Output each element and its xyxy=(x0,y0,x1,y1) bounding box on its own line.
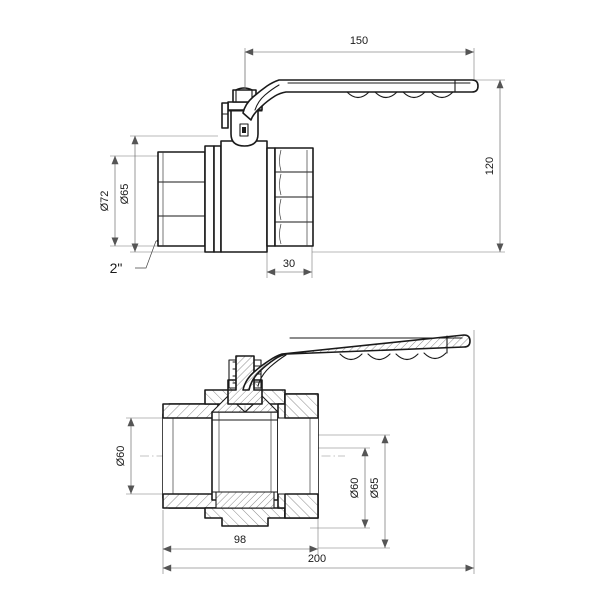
dimension-text-layer: 150 120 Ø72 Ø65 2" 30 Ø60 Ø60 Ø65 98 200 xyxy=(99,35,496,565)
ball-element xyxy=(211,395,279,509)
dim-label-2inch: 2" xyxy=(110,260,123,276)
left-flange-upper xyxy=(162,403,219,419)
dim-label-dia60-left: Ø60 xyxy=(115,446,127,467)
dim-label-dia72: Ø72 xyxy=(99,191,111,212)
left-bore xyxy=(162,417,219,495)
right-bore xyxy=(277,417,319,495)
right-flange-upper xyxy=(284,393,319,419)
dim-label-dia65-right: Ø65 xyxy=(369,478,381,499)
left-collar xyxy=(204,145,222,253)
dim-label-dia65: Ø65 xyxy=(119,184,131,205)
dim-label-200: 200 xyxy=(308,553,326,565)
dim-label-dia60-right: Ø60 xyxy=(349,478,361,499)
dim-label-150: 150 xyxy=(350,35,368,47)
left-union-nut xyxy=(157,151,206,247)
dim-label-30: 30 xyxy=(283,258,295,270)
body-chamber-bottom xyxy=(204,507,286,527)
dim-200-group xyxy=(162,330,475,574)
dim-dia-right-group xyxy=(310,434,390,549)
left-flange-lower xyxy=(162,493,219,509)
lever-handle-section xyxy=(242,334,471,391)
body-shoulder xyxy=(266,147,276,247)
lower-section-view xyxy=(126,330,475,574)
lever-handle xyxy=(242,79,479,121)
right-flange-lower xyxy=(284,493,319,519)
dim-120-group xyxy=(312,79,505,253)
dim-dia-group xyxy=(110,135,218,253)
right-hex-nut xyxy=(274,147,314,247)
dim-label-120: 120 xyxy=(484,157,496,175)
valve-body xyxy=(220,140,268,253)
dim-label-98: 98 xyxy=(234,534,246,546)
stem-section xyxy=(227,355,263,405)
upper-elevation-view xyxy=(110,48,505,278)
